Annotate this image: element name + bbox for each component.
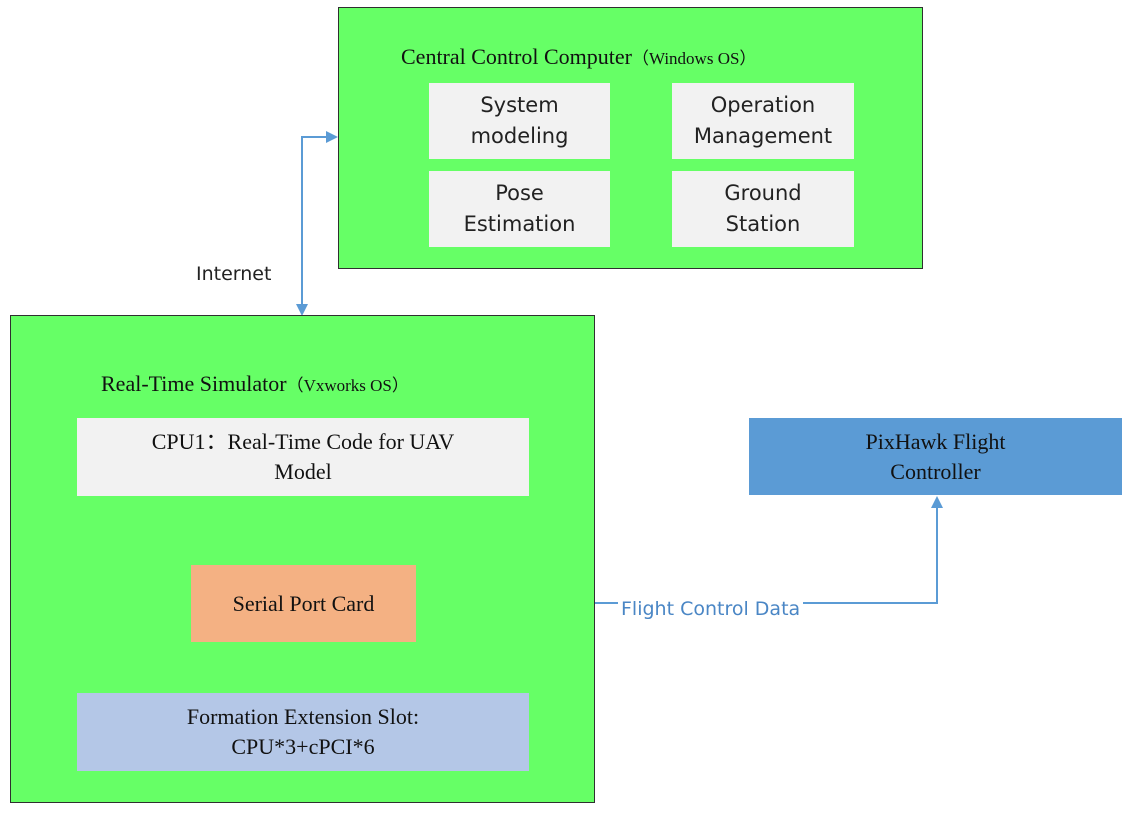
cpu1-box: CPU1：Real-Time Code for UAV Model xyxy=(77,418,529,496)
central-computer-title-os: （Windows OS） xyxy=(631,49,757,68)
real-time-simulator-box: Real-Time Simulator（Vxworks OS） CPU1：Rea… xyxy=(10,315,595,803)
central-computer-title: Central Control Computer（Windows OS） xyxy=(401,42,756,74)
simulator-title-os: （Vxworks OS） xyxy=(286,376,409,395)
module-pose-estimation: Pose Estimation xyxy=(429,171,610,247)
formation-extension-slot-box: Formation Extension Slot: CPU*3+cPCI*6 xyxy=(77,693,529,771)
simulator-title-main: Real-Time Simulator xyxy=(101,371,287,396)
internet-link-arrow xyxy=(296,131,338,316)
module-system-modeling: System modeling xyxy=(429,83,610,159)
module-operation-management: Operation Management xyxy=(672,83,854,159)
central-computer-title-main: Central Control Computer xyxy=(401,44,632,69)
simulator-title: Real-Time Simulator（Vxworks OS） xyxy=(101,369,409,401)
central-control-computer-box: Central Control Computer（Windows OS） Sys… xyxy=(338,7,923,269)
serial-port-card-box: Serial Port Card xyxy=(191,565,416,642)
pixhawk-flight-controller-box: PixHawk Flight Controller xyxy=(749,418,1122,495)
internet-label: Internet xyxy=(196,263,272,285)
flight-control-data-label: Flight Control Data xyxy=(618,597,804,621)
module-ground-station: Ground Station xyxy=(672,171,854,247)
